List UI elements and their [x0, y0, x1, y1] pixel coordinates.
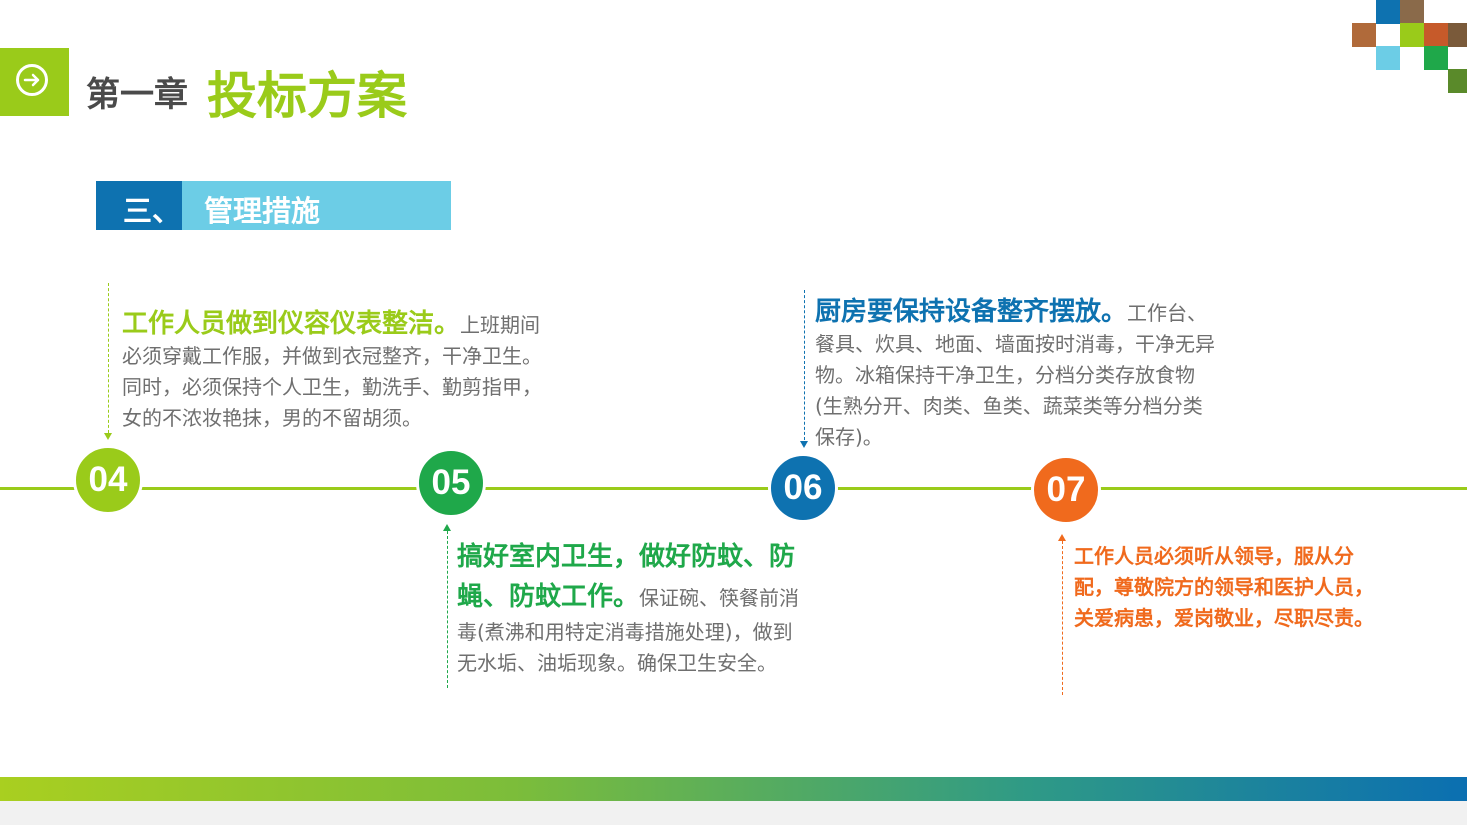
item-body: 保证碗、筷餐前消毒(煮沸和用特定消毒措施处理)，做到无水垢、油垢现象。确保卫生安… — [457, 586, 800, 675]
connector-line — [108, 283, 109, 433]
arrow-up-icon — [1058, 534, 1066, 541]
timeline-node-04: 04 — [73, 445, 143, 515]
item-highlight: 工作人员必须听从领导，服从分配，尊敬院方的领导和医护人员，关爱病患，爱岗敬业，尽… — [1074, 544, 1374, 630]
arrow-down-icon — [104, 433, 112, 440]
item-text-05: 搞好室内卫生，做好防蚊、防蝇、防蚊工作。保证碗、筷餐前消毒(煮沸和用特定消毒措施… — [457, 537, 807, 679]
connector-line — [804, 290, 805, 440]
mosaic-tile — [1376, 0, 1400, 24]
section-name-box — [182, 181, 451, 230]
timeline-node-07: 07 — [1031, 455, 1101, 525]
timeline-line — [0, 487, 1467, 490]
section-title: 管理措施 — [204, 194, 321, 228]
footer-gradient-bar — [0, 777, 1467, 801]
mosaic-photo — [1448, 69, 1467, 93]
item-highlight: 搞好室内卫生，做好防蚊、防蝇、防蚊工作。 — [457, 542, 796, 612]
item-text-06: 厨房要保持设备整齐摆放。工作台、餐具、炊具、地面、墙面按时消毒，干净无异物。冰箱… — [815, 297, 1220, 453]
connector-line — [1062, 541, 1063, 695]
connector-line — [447, 531, 448, 688]
section-number: 三、 — [123, 194, 182, 228]
timeline-node-06: 06 — [768, 453, 838, 523]
mosaic-photo — [1400, 0, 1424, 24]
mosaic-photo — [1448, 23, 1467, 47]
timeline-node-05: 05 — [416, 448, 486, 518]
mosaic-tile — [1400, 23, 1424, 47]
item-text-07: 工作人员必须听从领导，服从分配，尊敬院方的领导和医护人员，关爱病患，爱岗敬业，尽… — [1074, 541, 1374, 634]
mosaic-tile — [1424, 46, 1448, 70]
item-highlight: 厨房要保持设备整齐摆放。 — [815, 297, 1128, 327]
item-body: 工作台、餐具、炊具、地面、墙面按时消毒，干净无异物。冰箱保持干净卫生，分档分类存… — [815, 301, 1215, 449]
mosaic-photo — [1352, 23, 1376, 47]
mosaic-photo — [1424, 23, 1448, 47]
arrow-right-circle-icon — [16, 64, 48, 96]
page-title: 投标方案 — [207, 67, 407, 125]
section-number-box — [96, 181, 182, 230]
item-text-04: 工作人员做到仪容仪表整洁。上班期间必须穿戴工作服，并做到衣冠整齐，干净卫生。同时… — [122, 309, 554, 434]
arrow-down-icon — [800, 441, 808, 448]
item-highlight: 工作人员做到仪容仪表整洁。 — [122, 309, 461, 339]
mosaic-tile — [1376, 46, 1400, 70]
chapter-label: 第一章 — [86, 75, 188, 115]
item-body: 上班期间必须穿戴工作服，并做到衣冠整齐，干净卫生。同时，必须保持个人卫生，勤洗手… — [122, 313, 542, 430]
footer-bar — [0, 801, 1467, 825]
arrow-up-icon — [443, 524, 451, 531]
